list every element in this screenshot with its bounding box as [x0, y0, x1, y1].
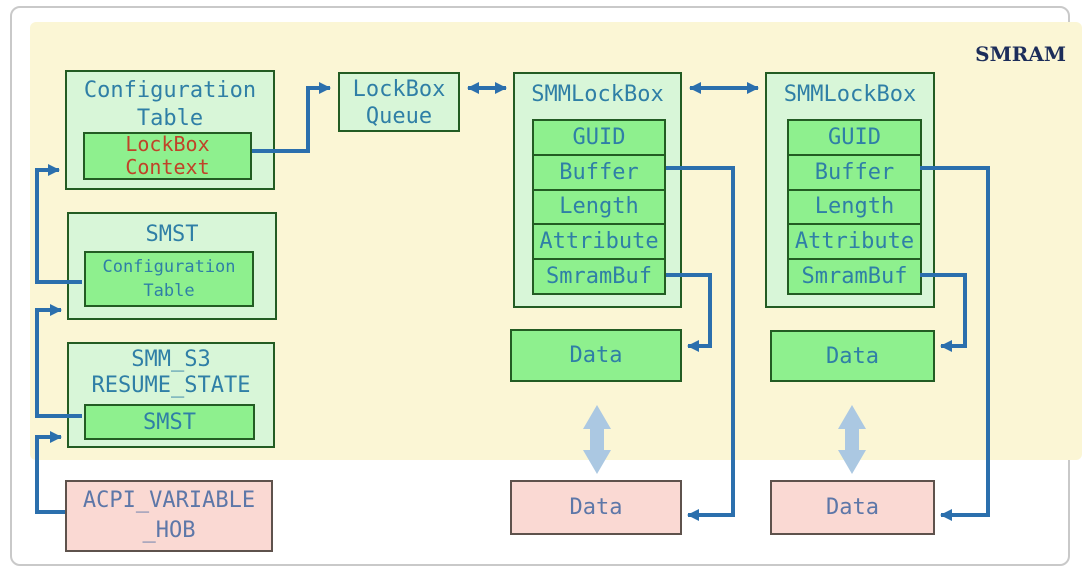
- smmlockbox-2: SMMLockBox GUID Buffer Length Attribute …: [765, 72, 935, 308]
- smm-s3-resume-state-box: SMM_S3 RESUME_STATE SMST: [67, 342, 275, 448]
- lockbox-context-box: LockBox Context: [83, 132, 252, 180]
- smm-s3-smst-box: SMST: [84, 404, 255, 440]
- smm-s3-title: SMM_S3 RESUME_STATE: [91, 347, 251, 398]
- smmlockbox-1-row-length: Length: [534, 188, 664, 224]
- smram-data-box-1: Data: [510, 329, 682, 382]
- smmlockbox-2-row-buffer: Buffer: [789, 153, 920, 189]
- smmlockbox-1-row-buffer: Buffer: [534, 153, 664, 189]
- acpi-variable-hob-box: ACPI_VARIABLE _HOB: [65, 480, 273, 552]
- configuration-table-title: Configuration Table: [83, 78, 257, 131]
- smst-config-line1: Configuration: [102, 257, 236, 277]
- smram-data-1-label: Data: [569, 343, 623, 368]
- smmlockbox-2-row-length: Length: [789, 188, 920, 224]
- smram-region-label: SMRAM: [975, 42, 1066, 66]
- smmlockbox-1-row-guid: GUID: [572, 124, 626, 150]
- smst-configuration-table-box: Configuration Table: [84, 251, 254, 307]
- smram-data-box-2: Data: [770, 330, 935, 382]
- smmlockbox-2-title: SMMLockBox: [783, 82, 917, 107]
- smmlockbox-1-title: SMMLockBox: [531, 82, 664, 107]
- smst-config-line2: Table: [143, 281, 195, 301]
- external-data-2-label: Data: [826, 495, 879, 520]
- lockbox-context-line2: Context: [125, 155, 210, 179]
- external-data-box-2: Data: [770, 480, 935, 535]
- lockbox-queue-label: LockBox Queue: [352, 77, 446, 129]
- external-data-box-1: Data: [510, 480, 682, 535]
- smmlockbox-1-row-attribute: Attribute: [534, 223, 664, 258]
- smmlockbox-1-field-table: GUID Buffer Length Attribute SmramBuf: [532, 119, 666, 295]
- smmlockbox-2-row-smrambuf: SmramBuf: [789, 258, 920, 293]
- smmlockbox-2-row-guid: GUID: [828, 124, 881, 150]
- smram-data-2-label: Data: [826, 343, 879, 369]
- configuration-table-box: Configuration Table LockBox Context: [65, 70, 275, 190]
- smmlockbox-2-row-attribute: Attribute: [789, 223, 920, 258]
- lockbox-queue-box: LockBox Queue: [338, 72, 460, 132]
- acpi-variable-hob-label: ACPI_VARIABLE _HOB: [82, 488, 256, 543]
- external-data-1-label: Data: [569, 495, 623, 520]
- smmlockbox-1: SMMLockBox GUID Buffer Length Attribute …: [513, 72, 682, 308]
- lockbox-context-line1: LockBox: [125, 132, 210, 156]
- smst-box: SMST Configuration Table: [67, 212, 277, 320]
- smm-s3-smst-label: SMST: [143, 409, 196, 435]
- smmlockbox-1-row-smrambuf: SmramBuf: [534, 258, 664, 293]
- smst-title: SMST: [145, 222, 199, 247]
- smmlockbox-2-field-table: GUID Buffer Length Attribute SmramBuf: [787, 119, 922, 295]
